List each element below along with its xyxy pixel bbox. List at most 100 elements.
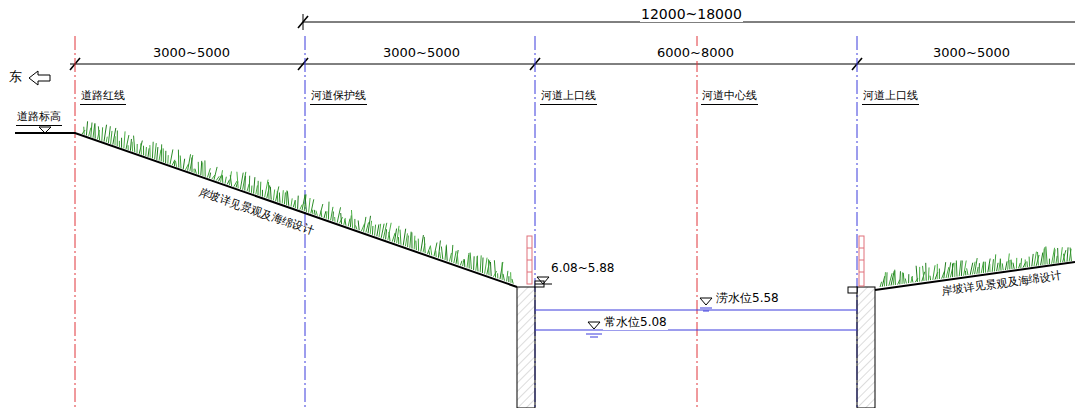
grass-blade <box>132 142 134 152</box>
grass-blade <box>316 211 317 216</box>
grass-blade <box>445 245 446 260</box>
reference-lines <box>75 36 857 408</box>
slope-note: 岸坡详见景观及海绵设计 <box>940 270 1064 299</box>
grass-blade <box>198 162 199 175</box>
grass-blade <box>284 192 285 204</box>
grass-blade <box>490 262 492 276</box>
grass-blade <box>929 276 931 280</box>
grass-blade <box>903 273 905 284</box>
grass-blade <box>1037 252 1039 266</box>
grass-blade <box>193 169 194 173</box>
north-arrow <box>29 71 50 85</box>
grass-blade <box>476 256 478 271</box>
grass-blade <box>899 271 901 284</box>
grass-blade <box>137 144 138 153</box>
grass-blade <box>460 261 462 266</box>
grass-blade <box>372 226 374 235</box>
grass-blade <box>428 251 430 255</box>
water-level <box>535 310 857 330</box>
slope-note: 岸坡详见景观及海绵设计 <box>196 186 316 238</box>
dimension-text: 3000~5000 <box>932 46 1011 61</box>
grass-blade <box>282 190 283 203</box>
line-label: 河道上口线 <box>862 90 919 105</box>
grass-blade <box>98 126 99 140</box>
dimension-text: 3000~5000 <box>382 46 461 61</box>
grass-blade <box>262 190 263 197</box>
grass-blade <box>209 173 211 179</box>
grass-blade <box>163 148 164 162</box>
grass-blade <box>435 251 436 257</box>
grass-blade <box>452 245 453 262</box>
grass-blade <box>126 135 129 149</box>
grass-blade <box>891 271 894 286</box>
grass-blade <box>311 199 314 213</box>
grass-blade <box>370 221 371 234</box>
grass-blade <box>152 142 154 159</box>
grass-blade <box>328 202 330 220</box>
grass-blade <box>1013 263 1014 269</box>
grass-blade <box>222 175 223 183</box>
grass-blade <box>358 220 359 230</box>
grass-blade <box>500 262 503 279</box>
grass-blade <box>994 254 995 271</box>
grass-blade <box>170 149 173 164</box>
grass-blade <box>894 270 896 285</box>
grass-blade <box>467 255 469 268</box>
grass-blade <box>967 268 968 275</box>
grass-blade <box>295 200 296 208</box>
grass-blade <box>175 161 176 167</box>
grass-blade <box>454 251 456 263</box>
grass-blade <box>309 198 311 213</box>
grass-blade <box>268 182 270 199</box>
grass-blade <box>364 217 366 232</box>
grass-blade <box>83 127 84 135</box>
grass-blade <box>956 260 958 276</box>
line-label: 道路红线 <box>80 90 126 105</box>
grass-blade <box>985 262 986 273</box>
grass-blade <box>320 211 322 218</box>
grass-blade <box>337 207 340 222</box>
grass-blade <box>880 282 882 287</box>
grass-blade <box>988 259 990 273</box>
grass-blade <box>128 145 129 150</box>
grass-blade <box>983 262 984 273</box>
grass-blade <box>204 160 205 176</box>
grass-blade <box>928 267 930 280</box>
grass-blade <box>91 122 92 137</box>
grass-blade <box>977 267 978 274</box>
grass-blade <box>434 243 437 257</box>
grass-blade <box>916 266 917 282</box>
grass-blade <box>937 264 938 279</box>
grass-blade <box>398 237 399 244</box>
grass-blade <box>989 264 990 272</box>
grass-blade <box>1063 250 1066 262</box>
grass-blade <box>277 191 279 202</box>
grass-blade <box>258 181 259 195</box>
grass-blade <box>229 171 231 185</box>
grass-blade <box>950 263 953 278</box>
grass-blade <box>1046 246 1047 264</box>
grass-blade <box>446 246 448 261</box>
grass-blade <box>1049 259 1050 264</box>
grass-blade <box>385 229 387 239</box>
ground-line <box>15 133 1075 290</box>
grass-blade <box>383 223 386 239</box>
grass-blade <box>449 253 451 262</box>
grass-blade <box>256 185 258 194</box>
grass-blade <box>919 267 920 282</box>
grass-blade <box>331 207 333 220</box>
grass-blade <box>1009 260 1010 269</box>
water-level-text: 涝水位5.58 <box>715 292 780 306</box>
grass-blade <box>1008 253 1010 269</box>
grass-blade <box>291 198 292 206</box>
grass-blade <box>939 269 940 279</box>
grass-blade <box>334 217 335 222</box>
grass-blade <box>157 147 158 160</box>
grass-blade <box>312 210 314 215</box>
line-label: 河道上口线 <box>540 90 597 105</box>
grass-blade <box>508 276 509 282</box>
grass-blade <box>121 138 122 148</box>
grass-blade <box>249 176 250 192</box>
grass-blade <box>1067 247 1068 261</box>
